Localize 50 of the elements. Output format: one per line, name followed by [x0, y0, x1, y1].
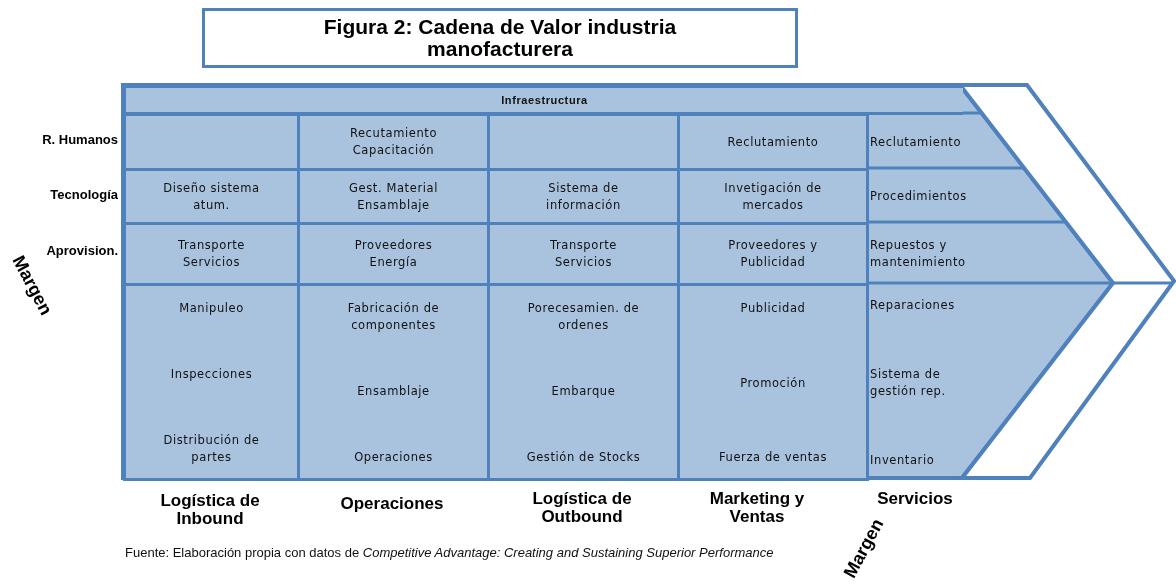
- cell-text: Gestión de Stocks: [526, 449, 641, 466]
- cell-text: Transporte Servicios: [176, 237, 246, 271]
- column-heading: Servicios: [876, 490, 954, 508]
- cell-text: Reparaciones: [870, 297, 955, 314]
- activity-cell: [123, 113, 300, 171]
- activity-cell: [487, 113, 680, 171]
- cell-text: Reclutamiento: [727, 133, 819, 151]
- cell-text: Operaciones: [354, 449, 433, 466]
- cell-text: Recutamiento Capacitación: [348, 125, 439, 159]
- cell-text: Invetigación de mercados: [723, 179, 823, 214]
- cell-text: Ensamblaje: [357, 383, 430, 400]
- column-heading: Marketing y Ventas: [708, 490, 806, 526]
- cell-text: Sistema de gestión rep.: [870, 366, 947, 400]
- cell-text: Proveedores y Publicidad: [727, 237, 819, 271]
- cell-text: Sistema de información: [545, 179, 622, 214]
- activity-cell: [123, 283, 300, 481]
- cell-text: Proveedores Energía: [353, 237, 434, 271]
- title: Figura 2: Cadena de Valor industria manofacturera: [202, 8, 798, 68]
- cell-text: Inspecciones: [170, 366, 253, 383]
- row-heading: R. Humanos: [41, 132, 118, 147]
- row-heading: Tecnología: [49, 187, 118, 202]
- activity-cell: [677, 168, 869, 225]
- activity-cell: [677, 113, 869, 171]
- source-note: Fuente: Elaboración propia con datos de Competitive Advantage: Creating and Sustaining Superior Performance: [125, 545, 774, 560]
- activity-cell: [123, 222, 300, 286]
- activity-cell: [677, 283, 869, 481]
- cell-text: Porecesamien. de ordenes: [526, 300, 641, 334]
- column-heading: Operaciones: [339, 495, 445, 513]
- cell-text: Manipuleo: [179, 300, 244, 317]
- column-heading: Logística de Outbound: [531, 490, 633, 526]
- activity-cell: [123, 168, 300, 225]
- cell-text: Distribución de partes: [162, 432, 261, 466]
- cell-text: Reclutamiento: [870, 133, 962, 151]
- cell-text: Gest. Material Ensamblaje: [348, 179, 439, 214]
- cell-text: Inventario: [870, 452, 935, 469]
- cell-text: Fabricación de componentes: [346, 300, 441, 334]
- row-heading: Aprovision.: [46, 243, 118, 258]
- cell-text: Publicidad: [740, 300, 806, 317]
- cell-text: Repuestos y mantenimiento: [870, 237, 966, 271]
- cell-text: Promoción: [740, 374, 806, 392]
- column-heading: Logística de Inbound: [159, 492, 261, 528]
- band-title: Infraestructura: [501, 92, 588, 108]
- cell-text: Fuerza de ventas: [718, 449, 828, 466]
- activity-cell: [297, 113, 490, 171]
- activity-cell: [677, 222, 869, 286]
- infrastructure-band: [123, 85, 963, 115]
- cell-text: Embarque: [551, 383, 616, 400]
- cell-text: Diseño sistema atum.: [162, 179, 261, 214]
- cell-text: Transporte Servicios: [548, 237, 618, 271]
- cell-text: Procedimientos: [870, 188, 967, 205]
